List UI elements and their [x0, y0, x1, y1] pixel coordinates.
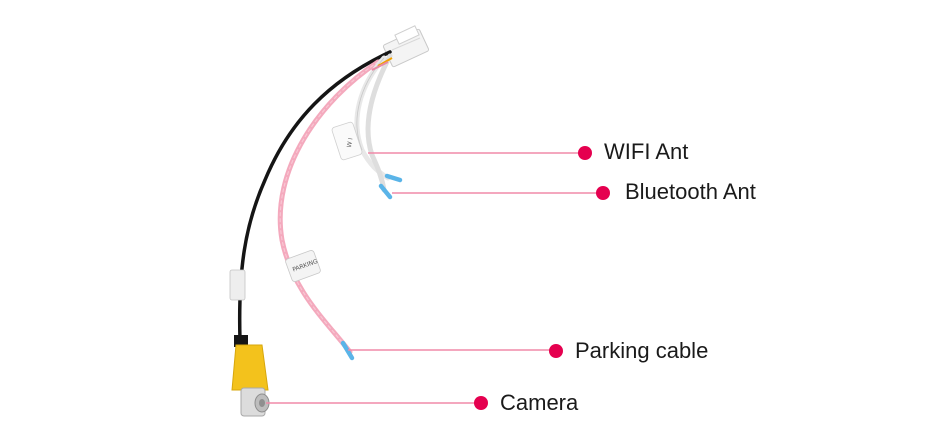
wifi-callout-dot-icon — [578, 146, 592, 160]
harness-connector — [382, 25, 430, 68]
camera-label: Camera — [500, 390, 579, 415]
pink-parking-cable — [277, 59, 381, 355]
bluetooth-callout-dot-icon — [596, 186, 610, 200]
wifi-ant-label: WIFI Ant — [604, 139, 689, 164]
parking-callout-dot-icon — [549, 344, 563, 358]
black-camera-cable — [237, 50, 392, 342]
camera-callout-dot-icon — [474, 396, 488, 410]
parking-cable-tip-icon — [340, 340, 355, 361]
bluetooth-antenna-tip-icon — [378, 183, 393, 200]
wifi-antenna-tip-icon — [384, 173, 403, 183]
parking-label-sleeve: PARKING — [285, 250, 321, 282]
bluetooth-antenna-wire — [365, 53, 393, 193]
bluetooth-ant-label: Bluetooth Ant — [625, 179, 756, 204]
svg-text:W I: W I — [346, 137, 355, 148]
rca-camera-plug — [231, 335, 270, 417]
camera-cable-sleeve — [229, 269, 246, 301]
parking-cable-label: Parking cable — [575, 338, 709, 363]
wifi-label-sleeve: W I — [331, 121, 363, 161]
